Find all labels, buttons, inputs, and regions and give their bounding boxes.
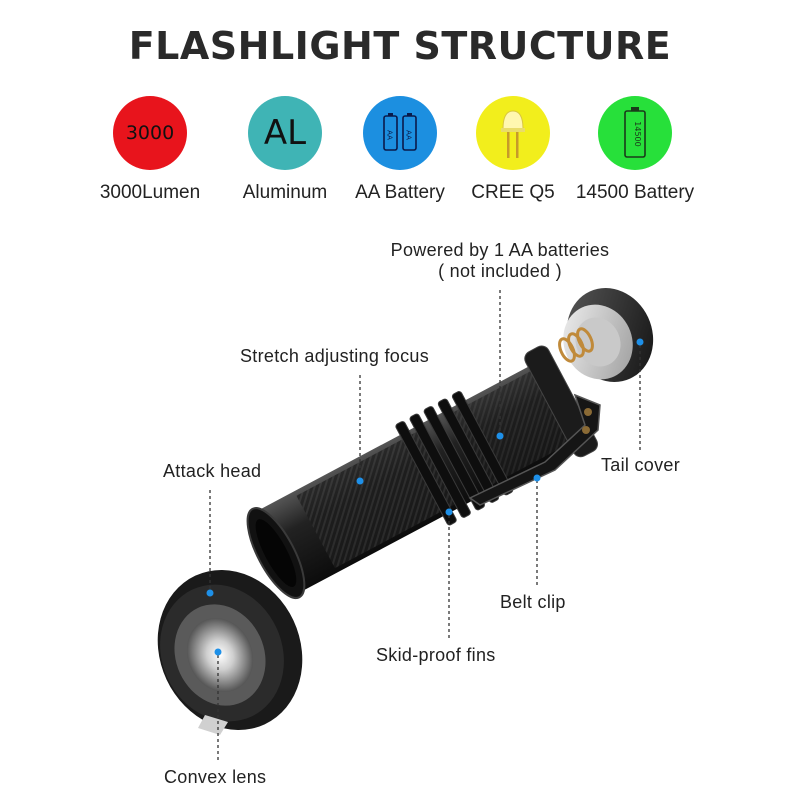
feature-aa-battery: AA AA AA Battery (325, 96, 475, 216)
lumen-badge-text: 3000 (125, 122, 175, 144)
leader-lines (209, 290, 641, 762)
aluminum-badge-icon: AL (248, 96, 322, 170)
belt-clip (468, 393, 601, 506)
led-graphic (501, 110, 525, 158)
14500-battery-graphic: 14500 (624, 107, 646, 158)
callout-skid-fins: Skid-proof fins (376, 645, 496, 665)
feature-lumen: 3000 3000Lumen (75, 96, 225, 216)
callout-stretch-focus: Stretch adjusting focus (240, 346, 430, 366)
feature-label-aa-battery: AA Battery (355, 182, 445, 203)
feature-label-14500: 14500 Battery (575, 182, 695, 203)
aluminum-badge-text: AL (263, 113, 307, 153)
feature-label-lumen: 3000Lumen (99, 182, 201, 203)
feature-14500: 14500 14500 Battery (560, 96, 710, 216)
led-chip-icon (476, 96, 550, 170)
aa-text-right: AA (405, 130, 413, 140)
callout-belt-clip: Belt clip (500, 592, 566, 612)
callout-tail-cover: Tail cover (601, 455, 681, 475)
aa-battery-graphic: AA AA (383, 113, 417, 151)
lumen-badge-icon: 3000 (113, 96, 187, 170)
tail-cover (558, 288, 654, 382)
convex-lens (186, 618, 254, 692)
14500-text: 14500 (633, 121, 642, 146)
skid-proof-fins (395, 391, 514, 526)
aa-battery-icon: AA AA (363, 96, 437, 170)
callout-powered-line2: ( not included ) (438, 261, 562, 281)
attack-head (157, 570, 303, 735)
aa-text-left: AA (386, 130, 394, 140)
feature-aluminum: AL Aluminum (210, 96, 360, 216)
feature-cree: CREE Q5 (438, 96, 588, 216)
spring (558, 327, 594, 363)
callout-powered: Powered by 1 AA batteries ( not included… (355, 240, 645, 282)
callout-dots (206, 338, 644, 656)
flashlight-body (246, 345, 599, 599)
callout-convex-lens: Convex lens (164, 767, 267, 787)
14500-battery-icon: 14500 (598, 96, 672, 170)
callout-powered-line1: Powered by 1 AA batteries (390, 240, 610, 260)
callout-attack-head: Attack head (163, 461, 262, 481)
feature-label-cree: CREE Q5 (471, 182, 555, 203)
page-title: FLASHLIGHT STRUCTURE (128, 24, 672, 68)
feature-label-aluminum: Aluminum (242, 182, 328, 203)
